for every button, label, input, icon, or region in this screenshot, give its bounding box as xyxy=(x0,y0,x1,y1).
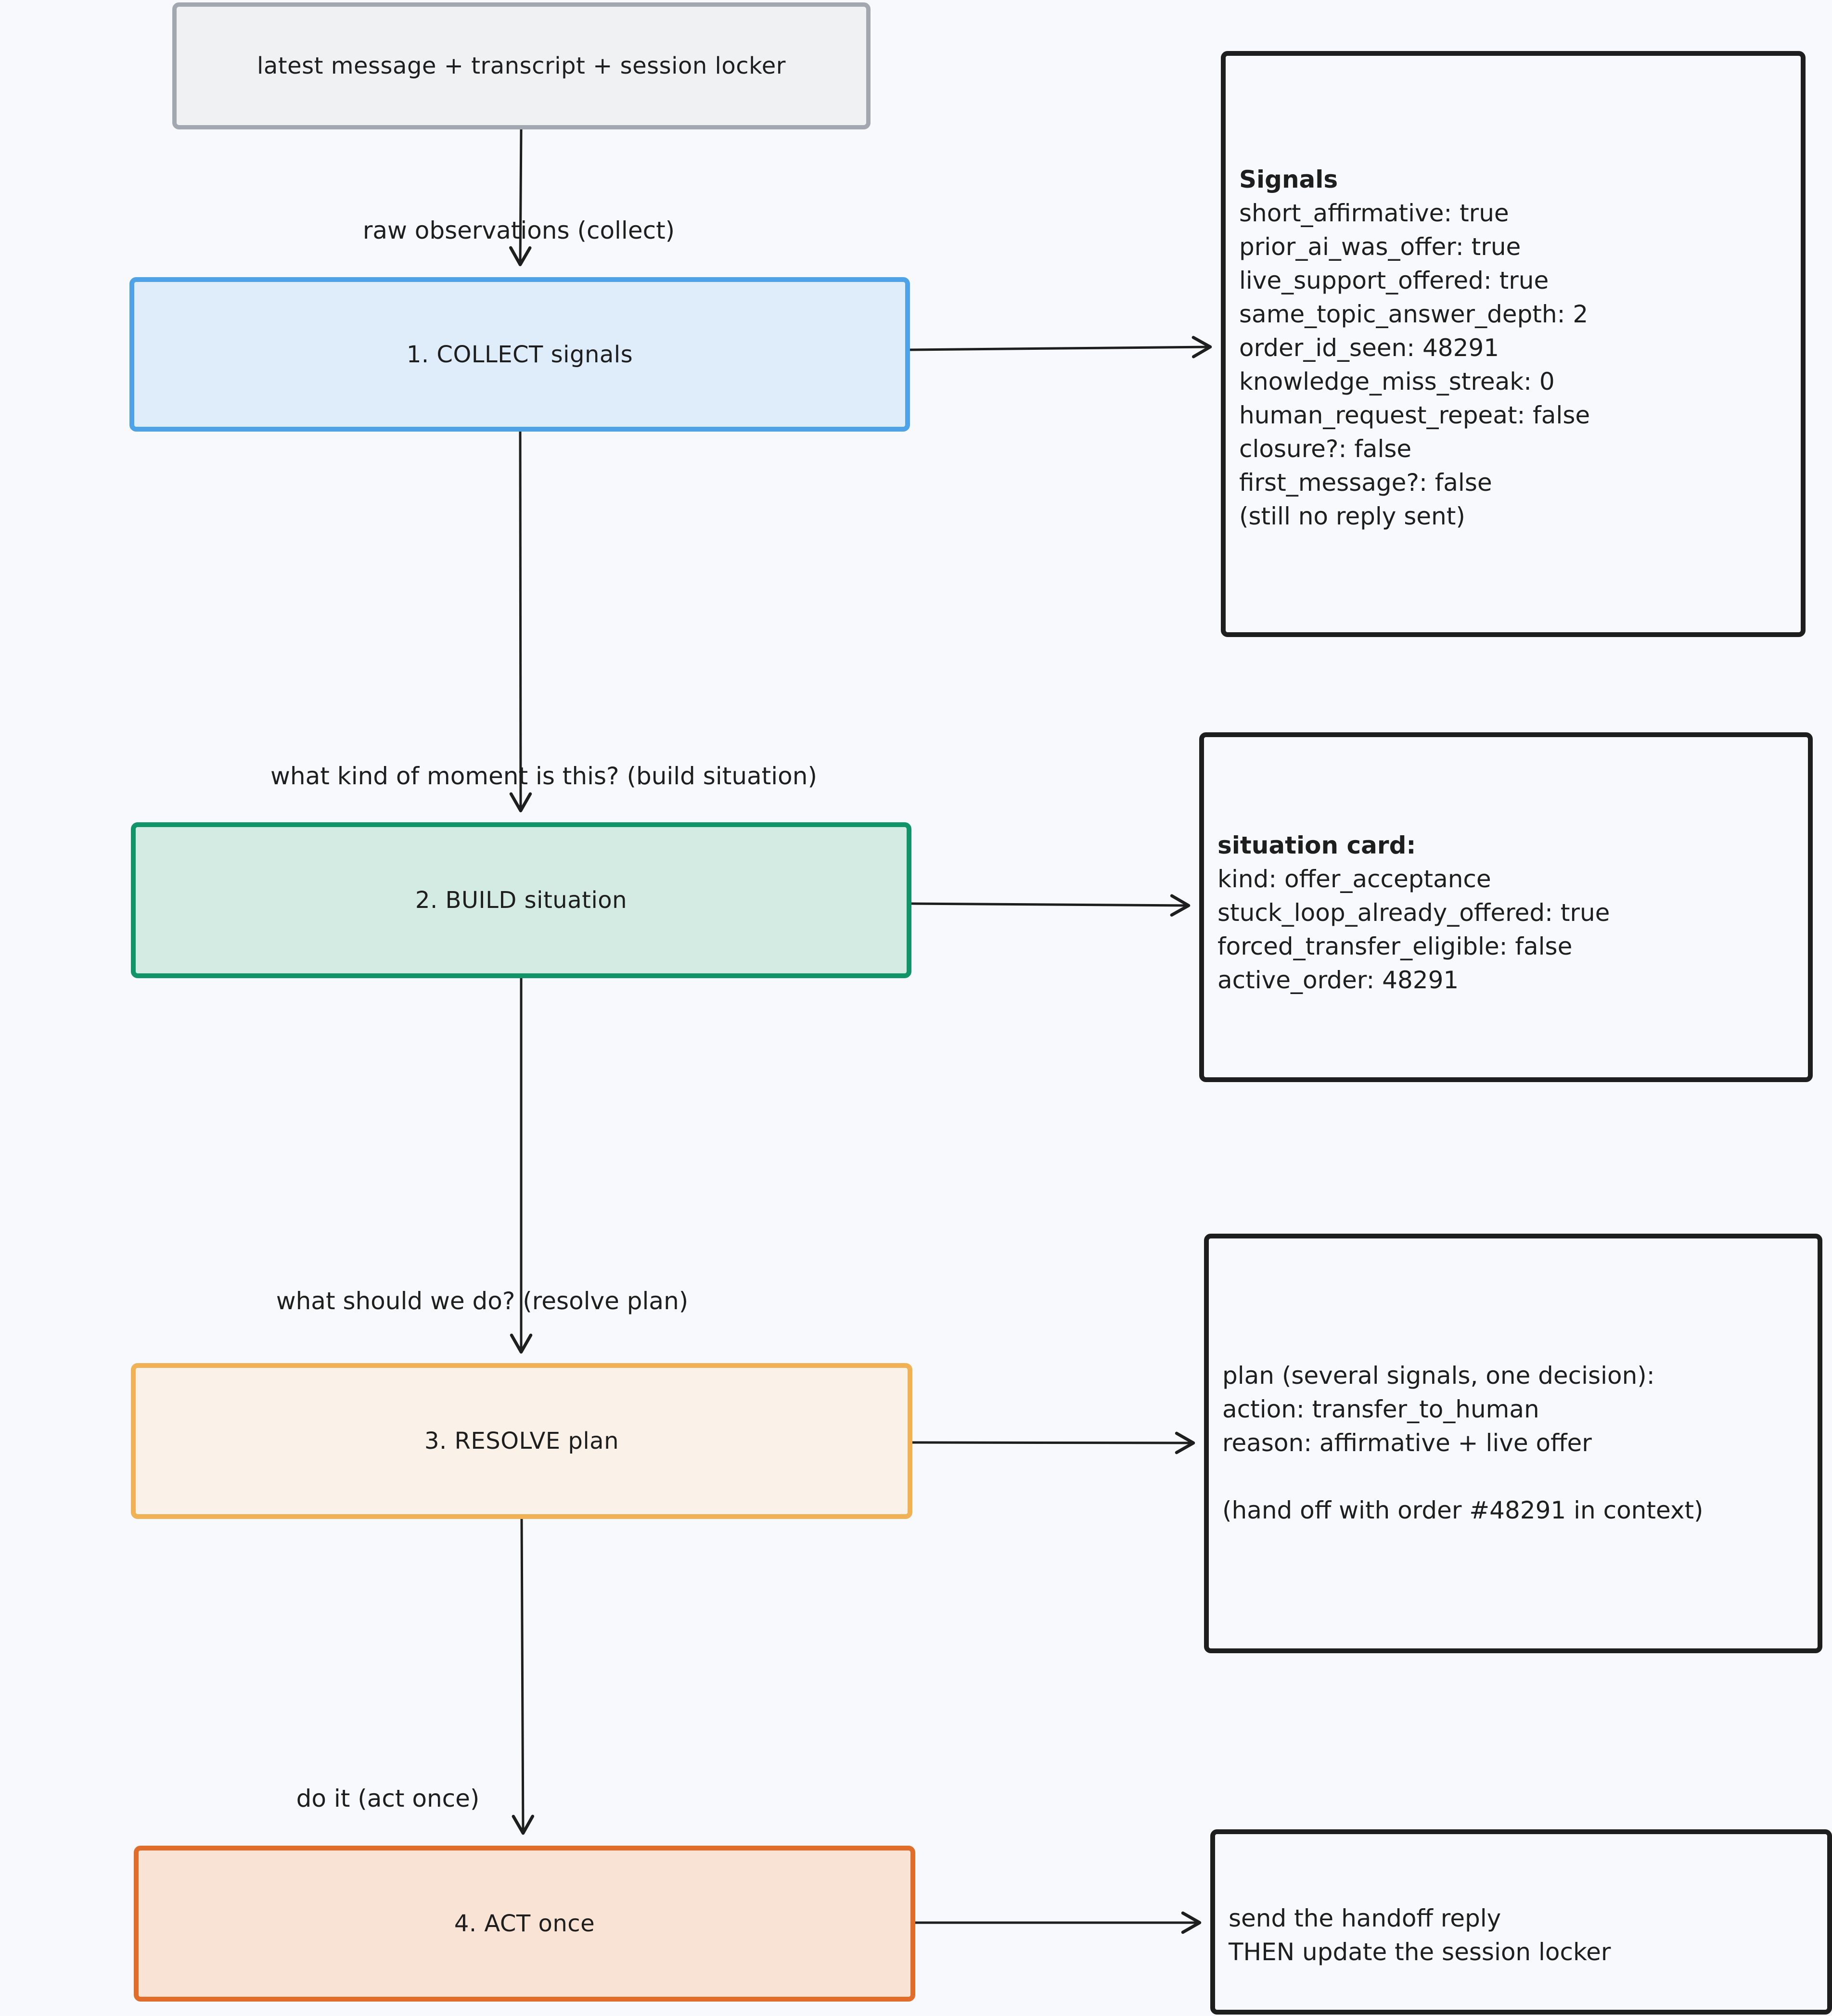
arrow-resolve-to-act xyxy=(512,1518,535,1835)
situation-note-line: kind: offer_acceptance xyxy=(1217,865,1491,893)
edge-label-act: do it (act once) xyxy=(296,1785,480,1812)
arrow-input-to-collect xyxy=(509,129,532,267)
arrow-resolve-to-plan xyxy=(912,1431,1195,1455)
plan-note-line: plan (several signals, one decision): xyxy=(1222,1362,1655,1390)
edge-label-resolve: what should we do? (resolve plan) xyxy=(276,1287,689,1315)
step-collect-signals: 1. COLLECT signals xyxy=(129,277,910,432)
arrow-collect-to-signals xyxy=(910,336,1212,358)
step-build-situation: 2. BUILD situation xyxy=(131,822,911,978)
signals-note-line: knowledge_miss_streak: 0 xyxy=(1239,368,1555,396)
step-resolve-plan: 3. RESOLVE plan xyxy=(131,1363,912,1519)
plan-note-blank-line xyxy=(1222,1460,1818,1493)
signals-note: Signals short_affirmative: true prior_ai… xyxy=(1221,51,1806,637)
signals-note-line: order_id_seen: 48291 xyxy=(1239,334,1499,362)
step-act-label: 4. ACT once xyxy=(454,1910,595,1937)
signals-note-line: (still no reply sent) xyxy=(1239,502,1465,530)
plan-note-line: action: transfer_to_human xyxy=(1222,1395,1539,1423)
input-box: latest message + transcript + session lo… xyxy=(172,2,871,129)
plan-note-line: reason: affirmative + live offer xyxy=(1222,1429,1592,1457)
step-collect-label: 1. COLLECT signals xyxy=(406,341,633,368)
step-act-once: 4. ACT once xyxy=(134,1846,915,2002)
arrow-build-to-situation xyxy=(911,894,1191,917)
situation-note-heading: situation card: xyxy=(1217,831,1416,859)
plan-note-line: (hand off with order #48291 in context) xyxy=(1222,1496,1704,1524)
step-build-label: 2. BUILD situation xyxy=(415,887,628,914)
input-box-label: latest message + transcript + session lo… xyxy=(257,52,786,79)
act-note: send the handoff reply THEN update the s… xyxy=(1210,1829,1832,2015)
plan-note: plan (several signals, one decision): ac… xyxy=(1204,1234,1822,1653)
situation-note-line: stuck_loop_already_offered: true xyxy=(1217,899,1610,927)
signals-note-line: human_request_repeat: false xyxy=(1239,401,1590,429)
act-note-line: THEN update the session locker xyxy=(1229,1938,1611,1966)
situation-note-line: forced_transfer_eligible: false xyxy=(1217,932,1573,960)
edge-label-build: what kind of moment is this? (build situ… xyxy=(270,762,817,790)
signals-note-line: same_topic_answer_depth: 2 xyxy=(1239,300,1589,328)
signals-note-line: closure?: false xyxy=(1239,435,1412,463)
act-note-line: send the handoff reply xyxy=(1229,1904,1501,1932)
signals-note-heading: Signals xyxy=(1239,166,1338,193)
signals-note-line: short_affirmative: true xyxy=(1239,199,1509,227)
signals-note-line: live_support_offered: true xyxy=(1239,267,1549,294)
edge-label-collect: raw observations (collect) xyxy=(362,217,675,244)
step-resolve-label: 3. RESOLVE plan xyxy=(424,1428,619,1455)
signals-note-line: prior_ai_was_offer: true xyxy=(1239,233,1521,261)
signals-note-line: first_message?: false xyxy=(1239,469,1492,497)
situation-note-line: active_order: 48291 xyxy=(1217,966,1459,994)
arrow-collect-to-build xyxy=(509,431,532,813)
situation-card-note: situation card: kind: offer_acceptance s… xyxy=(1199,732,1813,1082)
